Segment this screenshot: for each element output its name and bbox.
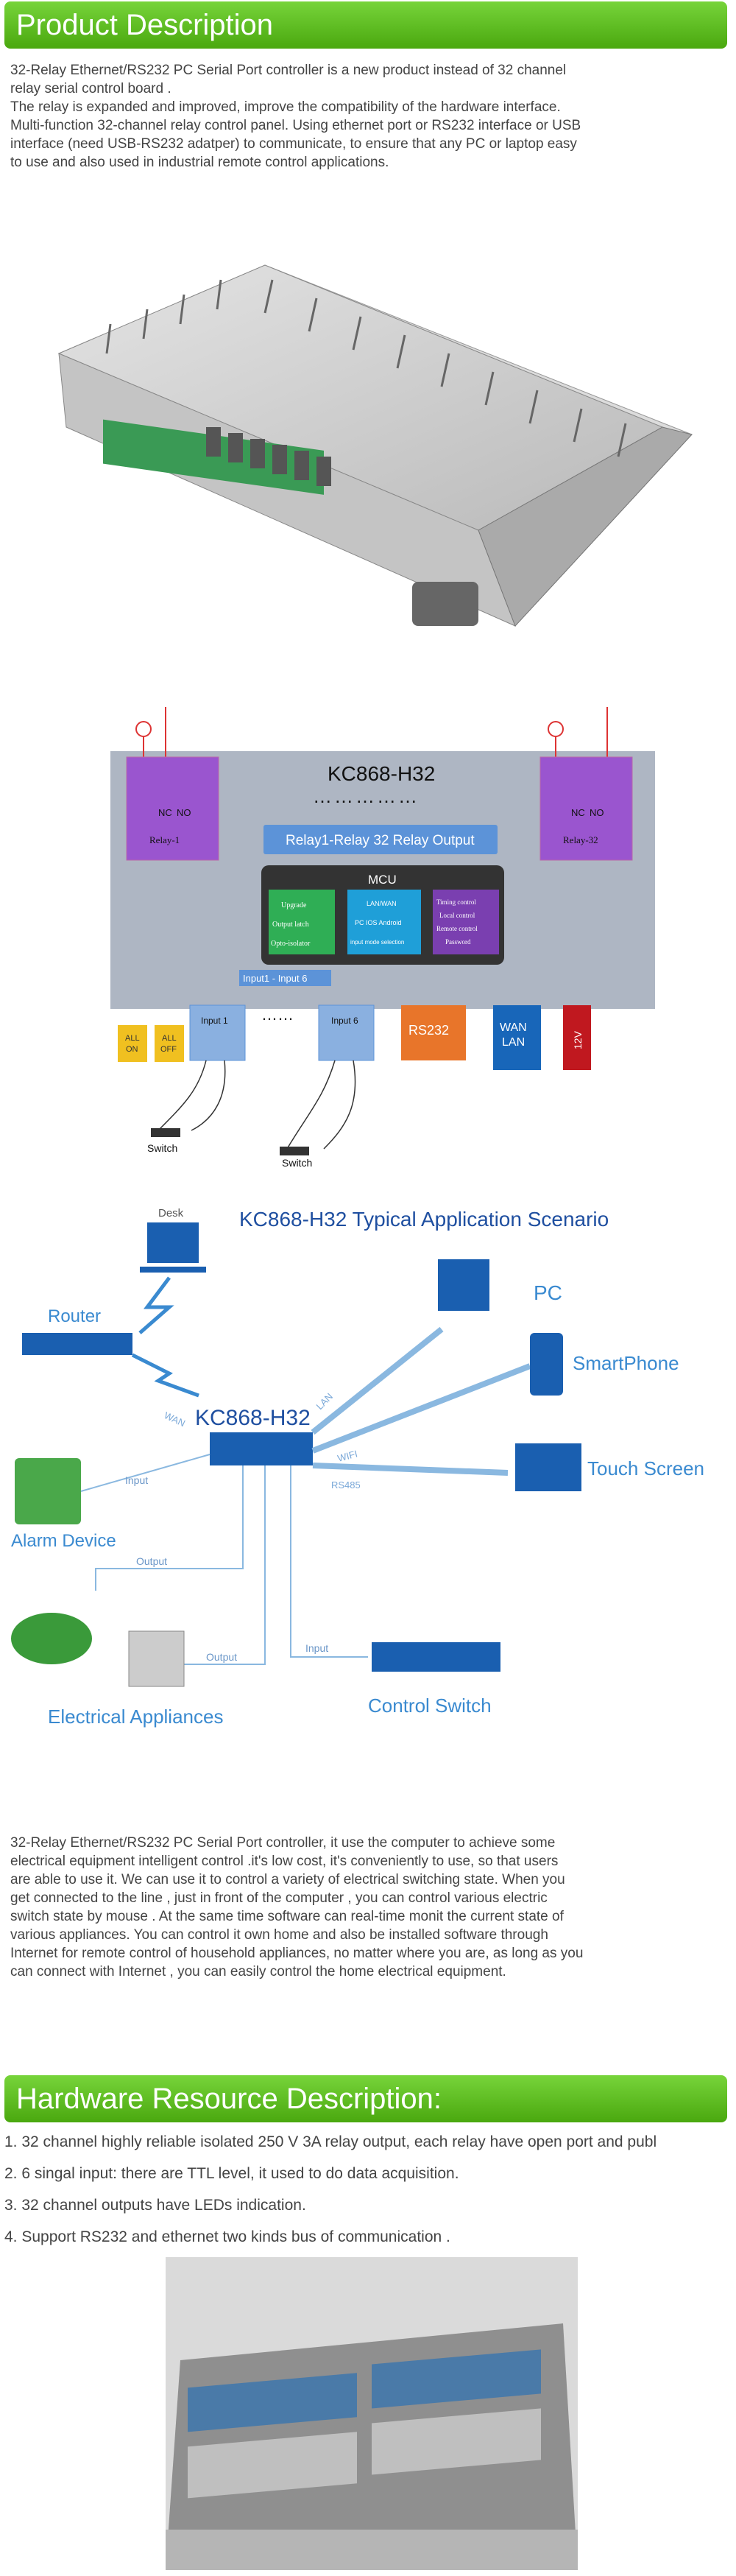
control-switch-icon: [372, 1642, 500, 1672]
mcu-item: Output latch: [272, 921, 309, 929]
text-line: 32-Relay Ethernet/RS232 PC Serial Port c…: [10, 1835, 556, 1851]
relay-right: [539, 756, 633, 861]
mcu-item: Remote control: [436, 925, 478, 932]
control-switch-label: Control Switch: [368, 1695, 492, 1717]
product-description-text: 32-Relay Ethernet/RS232 PC Serial Port c…: [10, 61, 724, 172]
output-link-label: Output: [206, 1651, 237, 1663]
input1-label: Input 1: [201, 1016, 228, 1026]
text-line: are able to use it. We can use it to con…: [10, 1872, 565, 1887]
text-line: Internet for remote control of household…: [10, 1946, 584, 1961]
output-link-label: Output: [136, 1555, 167, 1567]
router-label: Router: [48, 1306, 101, 1326]
12v-label: 12V: [572, 1030, 584, 1049]
text-line: electrical equipment intelligent control…: [10, 1854, 559, 1869]
text-line: to use and also used in industrial remot…: [10, 155, 389, 170]
pc-icon: [438, 1259, 489, 1311]
mcu-item: Opto-isolator: [271, 940, 311, 948]
switch-label: Switch: [147, 1142, 177, 1154]
input6-label: Input 6: [331, 1016, 358, 1026]
all-off-label: ALL: [162, 1034, 177, 1043]
svg-text:ON: ON: [126, 1045, 138, 1054]
touchscreen-label: Touch Screen: [587, 1457, 704, 1479]
application-scenario: KC868-H32 Typical Application Scenario D…: [11, 1207, 704, 1728]
switch-label: Switch: [282, 1157, 312, 1169]
appliance-icon: [11, 1613, 92, 1664]
smartphone-icon: [530, 1333, 563, 1396]
mcu-item: PC IOS Android: [355, 919, 402, 926]
desk-pc-icon: [147, 1222, 199, 1263]
smartphone-label: SmartPhone: [573, 1352, 679, 1374]
relay-right-label: Relay-32: [563, 834, 598, 845]
wan-link-label: WAN: [163, 1410, 187, 1429]
diagram-title: KC868-H32: [328, 762, 435, 785]
device-icon: [210, 1432, 313, 1465]
relay-nc-label: NC: [571, 807, 585, 818]
list-item: 3. 32 channel outputs have LEDs indicati…: [4, 2197, 306, 2214]
alarm-label: Alarm Device: [11, 1531, 116, 1551]
usage-description-text: 32-Relay Ethernet/RS232 PC Serial Port c…: [10, 1834, 724, 1981]
input-link-label: Input: [125, 1474, 148, 1486]
lamp-icon: [135, 721, 152, 737]
product-photo: [0, 184, 736, 685]
wifi-link-label: WIFI: [336, 1448, 358, 1464]
lan-label: LAN: [502, 1036, 525, 1049]
terminal-photo: [166, 2257, 578, 2570]
relay-no-label: NO: [177, 807, 191, 818]
mcu-label: MCU: [368, 873, 397, 887]
rs485-link-label: RS485: [331, 1479, 361, 1491]
mcu-item: LAN/WAN: [367, 900, 397, 907]
text-line: various appliances. You can control it o…: [10, 1927, 548, 1943]
diagram-dots: ……………: [313, 785, 420, 807]
relay-left-label: Relay-1: [149, 834, 180, 845]
desk-label: Desk: [158, 1207, 184, 1220]
mcu-item: Upgrade: [281, 901, 307, 909]
mcu-item: Local control: [439, 912, 475, 919]
text-line: 32-Relay Ethernet/RS232 PC Serial Port c…: [10, 63, 567, 78]
alarm-device-icon: [15, 1458, 81, 1524]
scenario-title: KC868-H32 Typical Application Scenario: [239, 1208, 609, 1231]
relay-output-label: Relay1-Relay 32 Relay Output: [286, 833, 475, 848]
text-line: relay serial control board .: [10, 81, 171, 96]
text-line: can connect with Internet , you can easi…: [10, 1964, 506, 1979]
svg-text:OFF: OFF: [160, 1045, 177, 1054]
mcu-item: Password: [445, 938, 471, 946]
lan-link-label: LAN: [314, 1391, 335, 1412]
text-line: switch state by mouse . At the same time…: [10, 1909, 564, 1924]
relay-nc-label: NC: [158, 807, 172, 818]
input-range-label: Input1 - Input 6: [243, 973, 307, 984]
list-item: 4. Support RS232 and ethernet two kinds …: [4, 2228, 450, 2245]
pc-label: PC: [534, 1281, 562, 1304]
wan-label: WAN: [500, 1021, 527, 1034]
hardware-description-heading: Hardware Resource Description:: [4, 2075, 727, 2122]
block-diagram: NC NO NC NO Relay-1 Relay-32 KC868-H32 ……: [110, 707, 655, 1169]
text-line: The relay is expanded and improved, impr…: [10, 99, 561, 115]
mcu-item: input mode selection: [350, 939, 404, 946]
svg-text:……: ……: [261, 1005, 294, 1024]
switch-icon: [280, 1147, 309, 1155]
relay-left: [126, 756, 219, 861]
text-line: get connected to the line , just in fron…: [10, 1890, 548, 1906]
router-icon: [22, 1333, 132, 1355]
appliance-icon: [128, 1630, 185, 1687]
hardware-list: 1. 32 channel highly reliable isolated 2…: [4, 2126, 657, 2253]
list-item: 2. 6 singal input: there are TTL level, …: [4, 2165, 459, 2182]
rs232-label: RS232: [408, 1023, 449, 1038]
input-link-label: Input: [305, 1642, 328, 1654]
text-line: interface (need USB-RS232 adatper) to co…: [10, 136, 577, 152]
mcu-item: Timing control: [436, 898, 476, 906]
appliances-label: Electrical Appliances: [48, 1706, 223, 1728]
touchscreen-icon: [515, 1443, 581, 1491]
all-on-label: ALL: [125, 1034, 140, 1043]
relay-no-label: NO: [590, 807, 604, 818]
text-line: Multi-function 32-channel relay control …: [10, 118, 581, 133]
switch-icon: [151, 1128, 180, 1137]
list-item: 1. 32 channel highly reliable isolated 2…: [4, 2133, 657, 2150]
device-label: KC868-H32: [195, 1406, 311, 1430]
lamp-icon: [548, 721, 564, 737]
product-description-heading: Product Description: [4, 1, 727, 49]
